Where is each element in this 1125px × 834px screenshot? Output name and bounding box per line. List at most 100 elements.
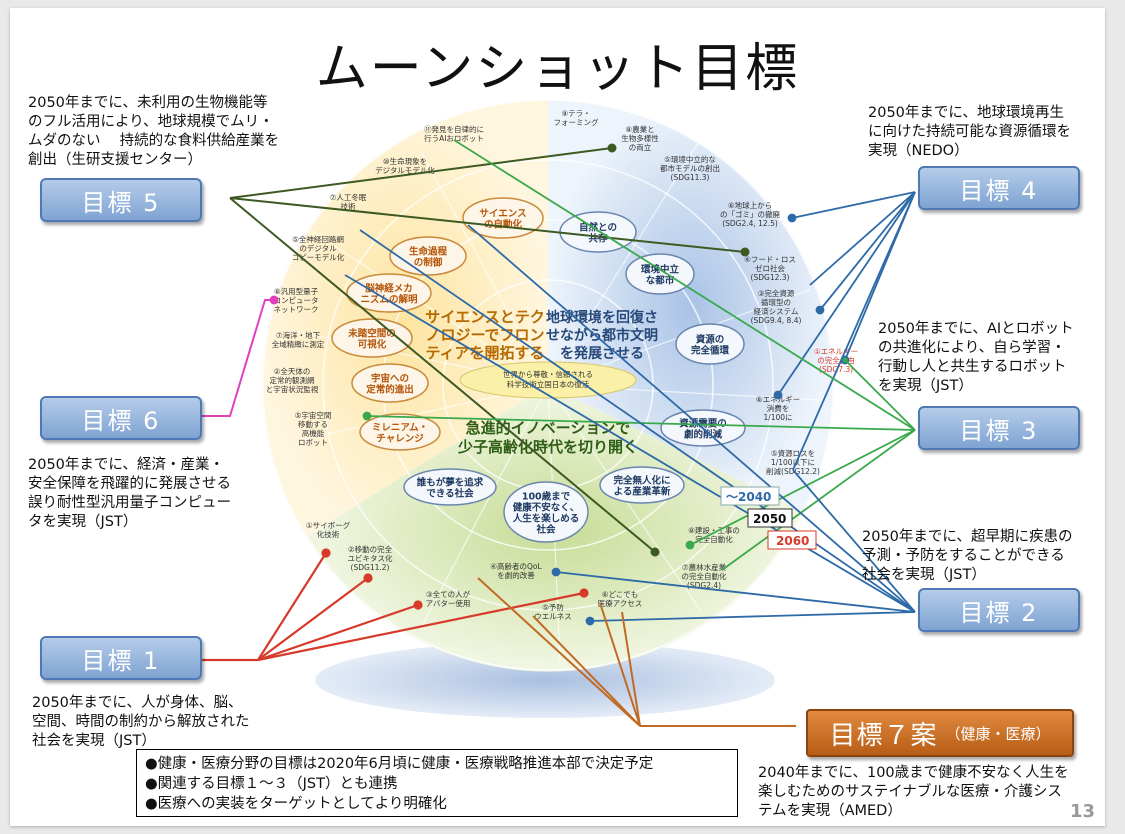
item-text: 医療アクセス [598, 598, 643, 608]
goal-5-desc-line: 創出（生研支援センター） [28, 152, 202, 168]
item-text: (SDG11.2) [351, 563, 390, 572]
center-line-2: 科学技術立国日本の復活 [507, 379, 590, 389]
item-text: ④フード・ロス [744, 255, 796, 264]
item-text: 行うAIおロボット [424, 133, 484, 143]
item-text: ①サイボーグ [306, 520, 351, 530]
sector-bottom-line-2: 少子高齢化時代を切り開く [457, 438, 638, 456]
goal-6-button[interactable]: 目標 6 [40, 396, 202, 440]
lines-goal-5 [229, 143, 750, 557]
goal-1-desc-line: 社会を実現（JST） [32, 733, 156, 749]
item-text: 生物多様性 [621, 133, 659, 143]
oval-text: な都市 [646, 275, 675, 287]
item-1: ⑨テラ・フォーミング [554, 109, 599, 127]
year-2060: 2060 [776, 534, 809, 548]
diagram-ovals: サイエンスの自動化生命過程の制御脳神経メカニズムの解明未踏空間の可視化宇宙への定… [331, 197, 746, 543]
goal-5-desc-line: のフル活用により、地球規模でムリ・ [28, 114, 274, 130]
lines-goal-1 [194, 548, 589, 662]
item-text: ⑪発見を自律的に [424, 124, 484, 134]
item-text: ⑦海洋・地下 [276, 330, 321, 340]
item-text: の両立 [629, 142, 652, 152]
oval-text: 脳神経メカ [364, 283, 413, 295]
item-text: コンピュータ [274, 296, 319, 305]
item-text: 化技術 [317, 529, 340, 539]
item-text: 1/100に [763, 413, 792, 422]
goal-1-description: 2050年までに、人が身体、脳、 空間、時間の制約から解放された 社会を実現（J… [32, 694, 250, 751]
item-text: ⑤全神経回路網 [292, 234, 344, 244]
item-text: と宇宙状況監視 [266, 384, 319, 394]
item-text: コピーモデル化 [292, 252, 345, 262]
year-2040: ～2040 [726, 490, 771, 504]
item-text: ⑦人工冬眠 [330, 192, 367, 202]
item-text: ②全天体の [274, 366, 311, 376]
oval-text: 資源需要の [679, 418, 727, 430]
item-text: 都市モデルの創出 [660, 163, 720, 173]
oval-text: 社会 [535, 524, 556, 536]
note-item: ●健康・医療分野の目標は2020年6月頃に健康・医療戦略推進本部で決定予定 [145, 756, 654, 772]
goal-5-button[interactable]: 目標 5 [40, 178, 202, 222]
goal-7-button[interactable]: 目標７案 （健康・医療） [806, 709, 1074, 757]
item-text: ⑥エネルギー [756, 395, 800, 404]
goal-7-desc-line: テムを実現（AMED） [758, 803, 902, 819]
goal-2-desc-line: 2050年までに、超早期に疾患の [862, 529, 1073, 545]
goal-5-description: 2050年までに、未利用の生物機能等 のフル活用により、地球規模でムリ・ ムダの… [28, 94, 279, 170]
goal-2-button[interactable]: 目標 2 [918, 588, 1080, 632]
item-text: フォーミング [554, 117, 599, 127]
goal-6-description: 2050年までに、経済・産業・ 安全保障を飛躍的に発展させる 誤り耐性型汎用量子… [28, 456, 231, 532]
item-text: デジタルモデル化 [375, 165, 435, 175]
goal-3-desc-line: 行動し人と共生するロボット [878, 359, 1067, 375]
oval-text: 宇宙への [371, 373, 409, 385]
item-text: ④高齢者のQoL [490, 561, 542, 571]
item-text: (SDG9.4, 8.4) [751, 316, 802, 325]
oval-text: チャレンジ [376, 434, 424, 445]
diagram-shadow [315, 642, 775, 718]
item-text: 定常的観測網 [270, 375, 315, 385]
item-text: ⑧汎用型量子 [274, 287, 319, 296]
goal-1-desc-line: 空間、時間の制約から解放された [32, 714, 250, 730]
goal-7-desc-line: 2040年までに、100歳まで健康不安なく人生を [758, 765, 1069, 781]
connector-lines: ～2040 2050 2060 [194, 139, 916, 727]
item-text: ⑧農業と [625, 124, 654, 134]
goal-6-desc-line: 誤り耐性型汎用量子コンピュー [28, 495, 231, 511]
goal-3-button[interactable]: 目標 3 [918, 406, 1080, 450]
item-text: 経済システム [754, 306, 799, 316]
goal-5-desc-line: ムダのない 持続的な食料供給産業を [28, 133, 280, 149]
item-text: ネットワーク [274, 305, 319, 314]
oval-text: よる産業革新 [614, 486, 671, 498]
oval-text: 100歳まで [522, 491, 571, 503]
item-text: のデジタル [299, 243, 337, 253]
item-text: 移動する [298, 419, 328, 429]
item-text: ユビキタス化 [348, 553, 393, 563]
item-text: 技術 [341, 201, 356, 211]
goal-3-desc-line: の共進化により、自ら学習・ [878, 340, 1066, 356]
item-text: 全域精緻に測定 [272, 339, 325, 349]
goal-2-desc-line: 社会を実現（JST） [862, 567, 986, 583]
goal-1-button[interactable]: 目標 1 [40, 636, 202, 680]
item-text: (SDG12.3) [751, 273, 790, 282]
oval-text: 定常的進出 [365, 384, 414, 396]
oval-text: 健康不安なく、 [513, 502, 580, 514]
sector-right-line-2: せながら都市文明 [546, 327, 658, 344]
item-text: ⑥地球上から [728, 200, 772, 210]
item-text: ⑤資源ロスを [771, 448, 815, 458]
goal-4-button[interactable]: 目標 4 [918, 166, 1080, 210]
goal-7-label: 目標７案 [829, 720, 938, 751]
note-item: ●医療への実装をターゲットとしてより明確化 [145, 796, 447, 812]
sector-right-line-1: 地球環境を回復さ [546, 309, 658, 326]
item-text: ロボット [298, 438, 328, 447]
goal-3-desc-line: を実現（JST） [878, 378, 973, 394]
sector-right-line-3: を発展させる [560, 345, 644, 362]
